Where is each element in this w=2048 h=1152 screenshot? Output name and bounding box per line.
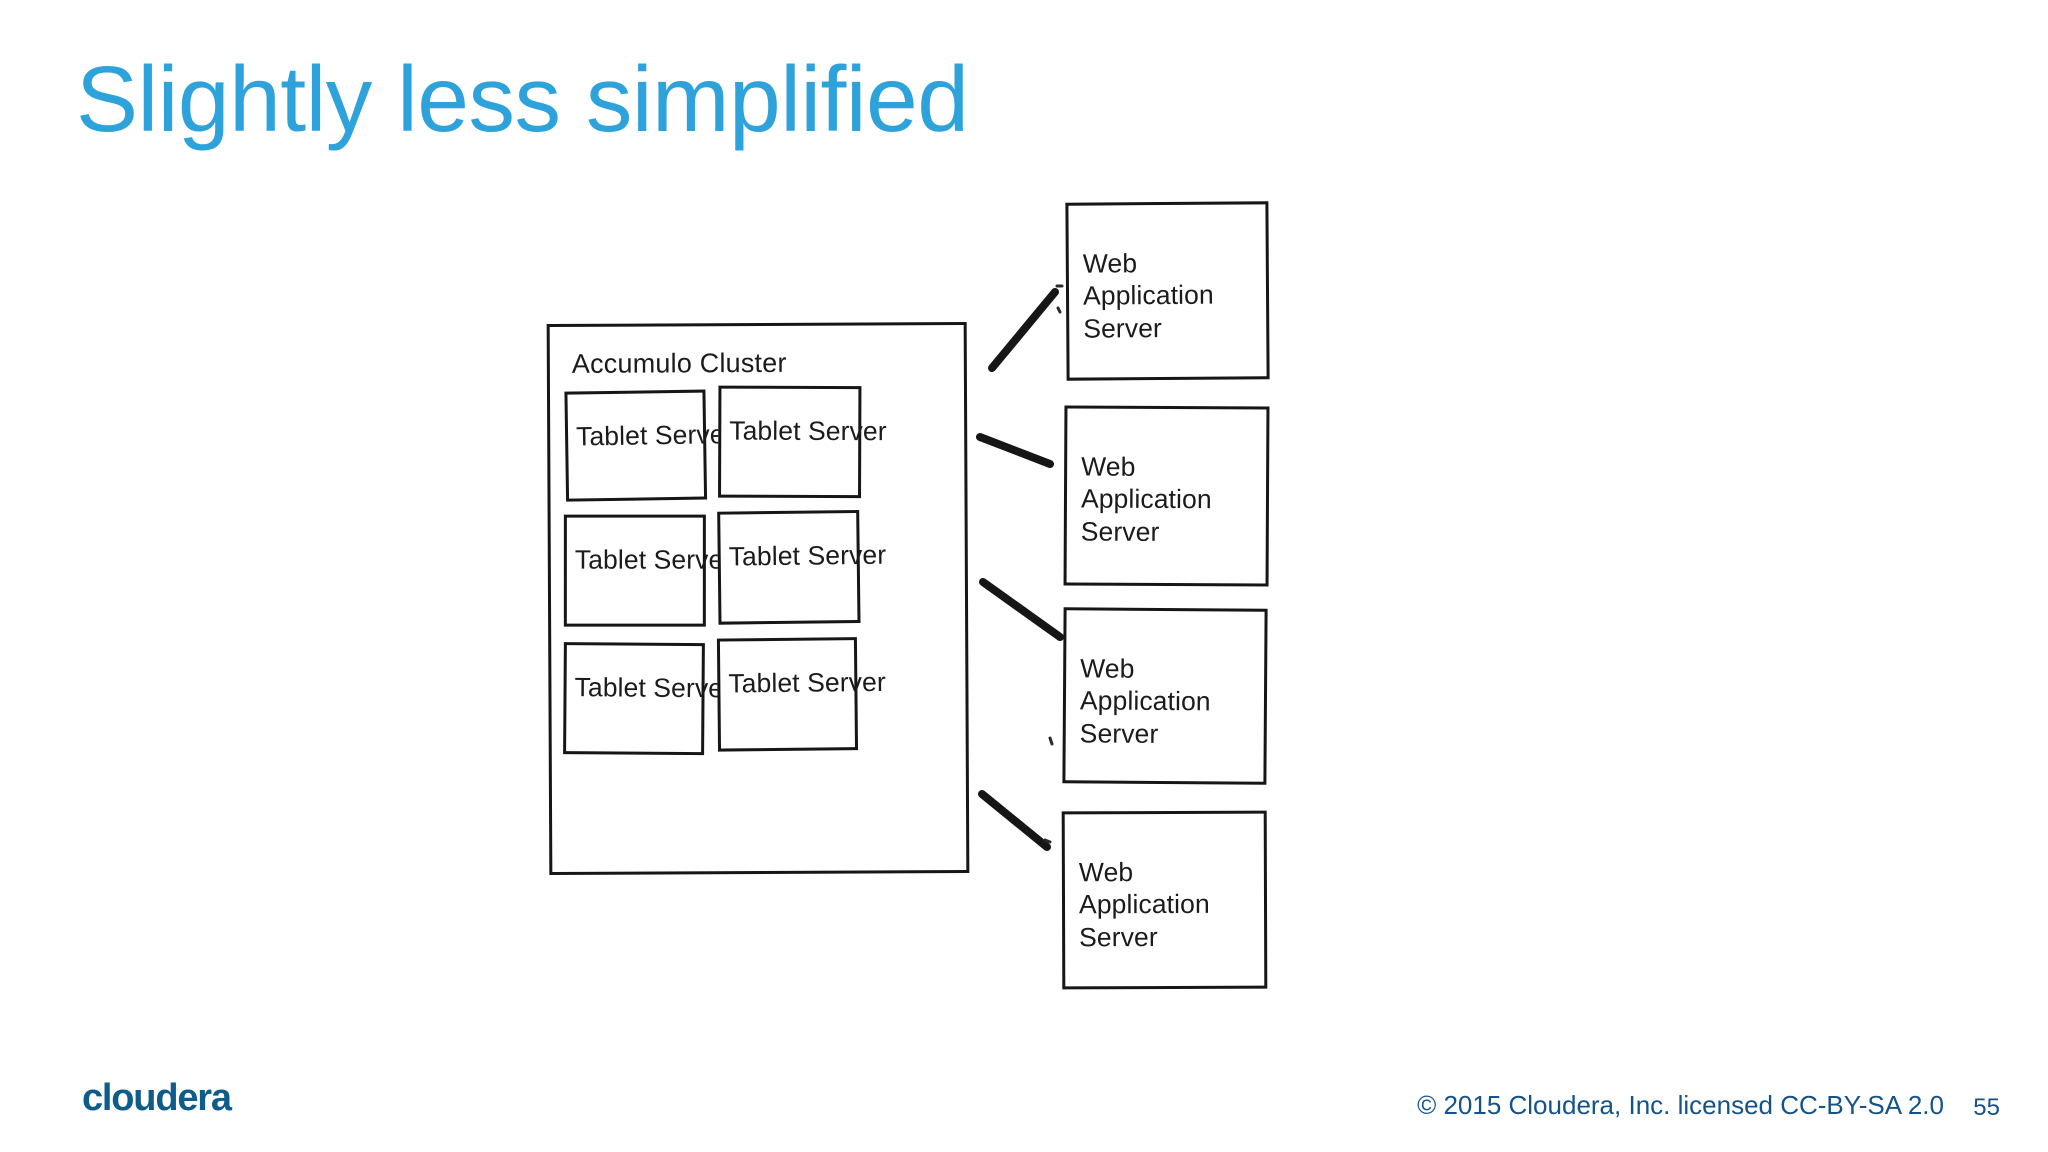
tablet-server-box-5: Tablet Server — [563, 642, 732, 756]
web-application-server-label: Web Application Server — [1083, 246, 1267, 344]
web-application-server-label-line2: Server — [1083, 312, 1163, 344]
tablet-server-box-4: Tablet Server — [717, 510, 886, 625]
accumulo-cluster-box: Accumulo Cluster Tablet Server Tablet Se… — [546, 321, 970, 876]
connector-line-4 — [978, 790, 1051, 851]
copyright-text: © 2015 Cloudera, Inc. licensed CC-BY-SA … — [1417, 1090, 1944, 1120]
web-application-server-label: Web Application Server — [1081, 451, 1267, 549]
web-application-server-label: Web Application Server — [1080, 652, 1265, 750]
tablet-server-box-1: Tablet Server — [564, 389, 734, 502]
tablet-server-box-2: Tablet Server — [718, 385, 887, 499]
tablet-server-label: Tablet Server — [574, 672, 733, 704]
connector-line-3 — [979, 578, 1064, 641]
cloudera-logo: cloudera — [82, 1077, 232, 1119]
tablet-server-label: Tablet Server — [574, 544, 733, 575]
web-application-server-box-2: Web Application Server — [1063, 405, 1270, 587]
stray-mark-2 — [1056, 306, 1062, 314]
web-application-server-label-line2: Server — [1079, 921, 1158, 952]
tablet-server-label: Tablet Server — [729, 415, 887, 447]
tablet-server-label: Tablet Server — [728, 666, 886, 699]
connector-line-2 — [976, 433, 1054, 468]
page-number: 55 — [1973, 1094, 2000, 1121]
web-application-server-label-line1: Web Application — [1082, 248, 1214, 311]
connector-line-1 — [988, 288, 1059, 372]
tablet-server-label: Tablet Server — [728, 539, 887, 572]
accumulo-cluster-label: Accumulo Cluster — [571, 347, 787, 379]
tablet-server-label: Tablet Server — [575, 419, 734, 452]
web-application-server-box-4: Web Application Server — [1061, 810, 1268, 990]
web-application-server-label-line1: Web Application — [1080, 451, 1212, 515]
stray-mark-3 — [1048, 736, 1054, 746]
tablet-server-box-6: Tablet Server — [716, 637, 886, 752]
web-application-server-box-1: Web Application Server — [1065, 201, 1270, 381]
web-application-server-label-line2: Server — [1080, 516, 1160, 547]
web-application-server-box-3: Web Application Server — [1062, 607, 1268, 785]
web-application-server-label: Web Application Server — [1079, 856, 1264, 954]
web-application-server-label-line1: Web Application — [1078, 857, 1210, 920]
tablet-server-box-3: Tablet Server — [563, 514, 732, 627]
page-title: Slightly less simplified — [76, 47, 969, 151]
web-application-server-label-line2: Server — [1079, 718, 1159, 749]
stray-mark-4 — [1043, 838, 1052, 844]
web-application-server-label-line1: Web Application — [1079, 653, 1211, 717]
